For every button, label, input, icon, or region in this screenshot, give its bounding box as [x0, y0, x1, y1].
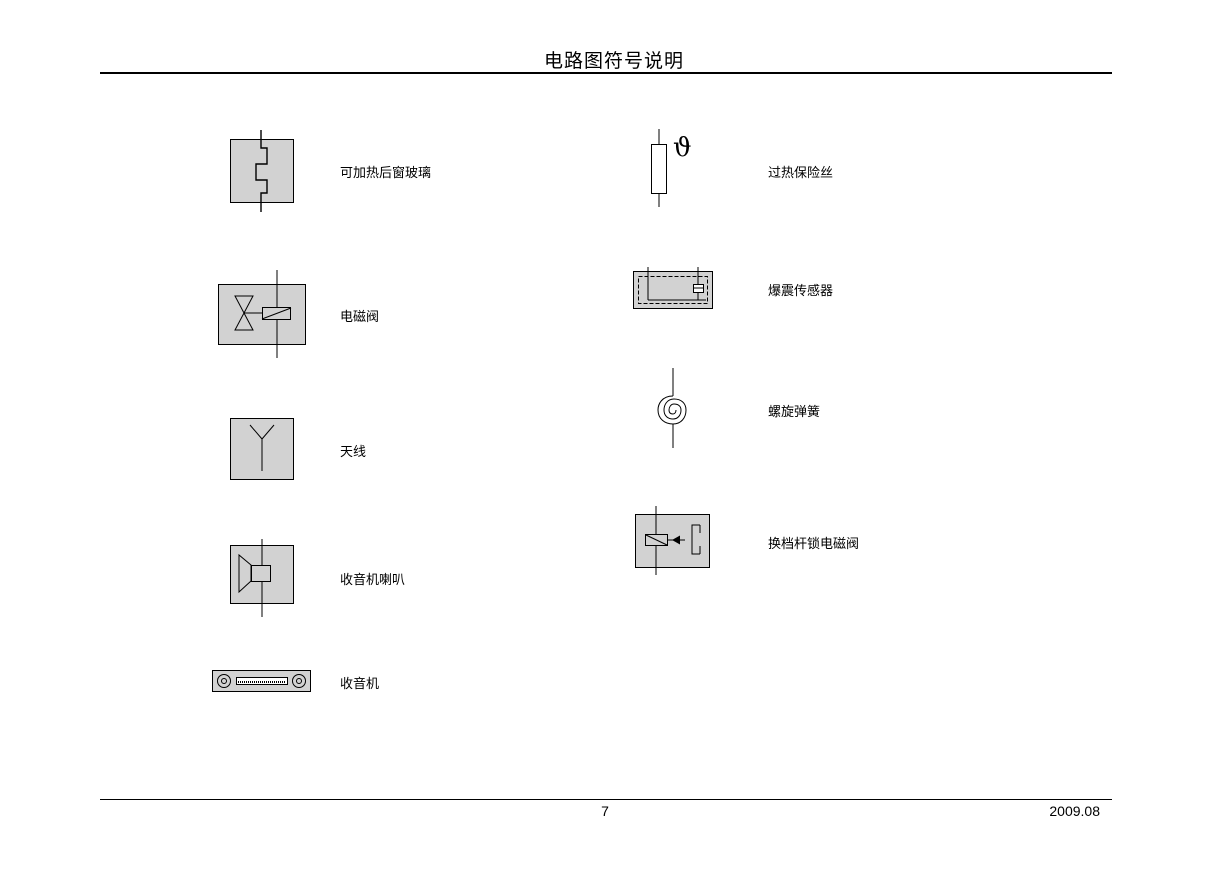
radio-icon	[212, 670, 311, 692]
antenna-label: 天线	[340, 445, 367, 460]
heated-rear-window-label: 可加热后窗玻璃	[340, 166, 432, 181]
heated-rear-window-icon	[230, 130, 294, 212]
page-title: 电路图符号说明	[543, 50, 684, 72]
knock-sensor-label: 爆震传感器	[768, 284, 834, 299]
spiral-spring-icon	[657, 368, 687, 448]
knock-sensor-icon	[633, 267, 713, 309]
antenna-icon	[230, 418, 294, 480]
solenoid-valve-label: 电磁阀	[340, 310, 380, 325]
footer-divider	[100, 799, 1112, 800]
page-date: 2009.08	[1049, 803, 1100, 819]
thermal-fuse-glyph: ϑ	[673, 133, 692, 163]
thermal-fuse-label: 过热保险丝	[768, 166, 834, 181]
spiral-spring-label: 螺旋弹簧	[768, 405, 821, 420]
speaker-icon	[230, 539, 294, 617]
thermal-fuse-icon	[651, 129, 667, 207]
shift-lock-solenoid-label: 换档杆锁电磁阀	[768, 537, 860, 552]
page-number: 7	[601, 803, 609, 819]
header-divider	[100, 72, 1112, 74]
radio-speaker-label: 收音机喇叭	[340, 573, 406, 588]
solenoid-valve-icon	[218, 270, 306, 358]
shift-lock-solenoid-icon	[635, 506, 710, 575]
radio-label: 收音机	[340, 677, 380, 692]
